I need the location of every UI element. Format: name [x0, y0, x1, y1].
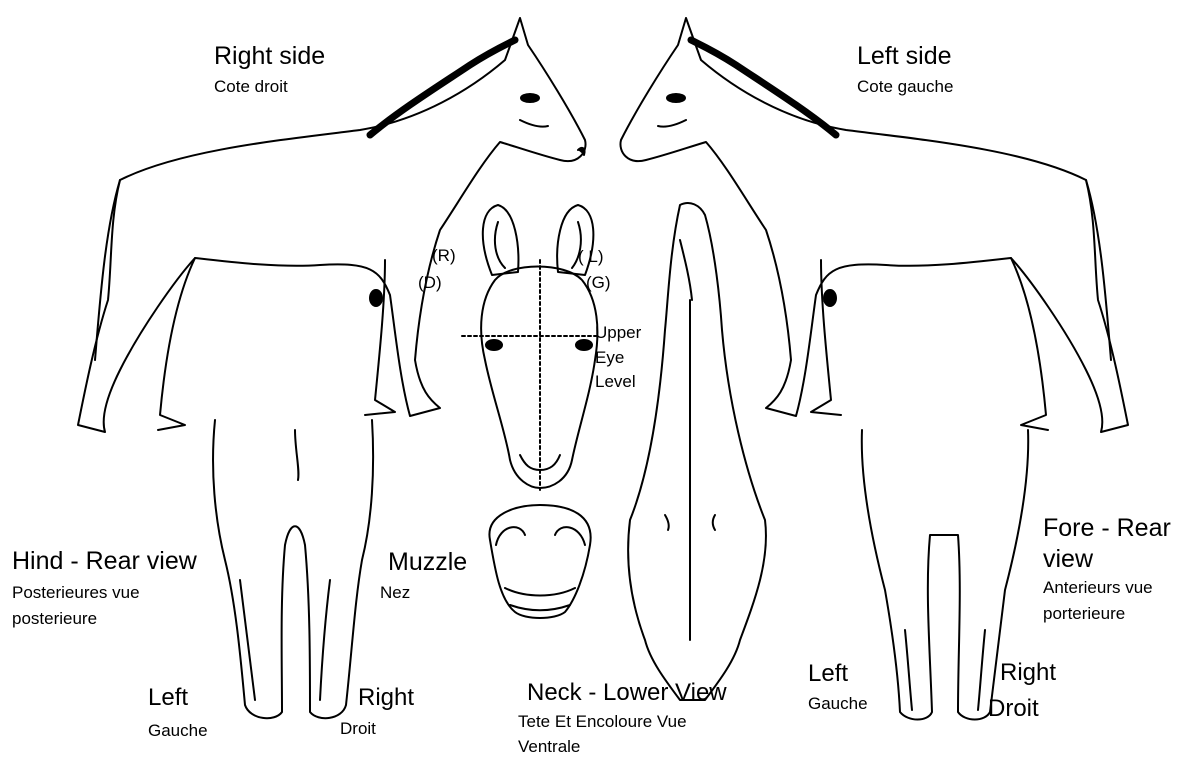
right-side-subtitle: Cote droit — [214, 77, 288, 97]
neck-title: Neck - Lower View — [527, 679, 727, 707]
head-left-label: ( L) — [578, 247, 604, 267]
hind-rear-subtitle-1: Posterieures vue — [12, 583, 140, 603]
eye-level-line2: Eye — [595, 348, 624, 368]
neck-lower-view — [628, 203, 766, 700]
fore-rear-subtitle-1: Anterieurs vue — [1043, 578, 1153, 598]
hind-rear-subtitle-2: posterieure — [12, 609, 97, 629]
fore-right-fr-label: Droit — [988, 695, 1039, 723]
hind-rear-title: Hind - Rear view — [12, 547, 197, 576]
eye-level-line1: Upper — [595, 323, 641, 343]
hind-rear-view — [213, 420, 373, 718]
fore-right-label: Right — [1000, 659, 1056, 687]
neck-subtitle-2: Ventrale — [518, 737, 580, 757]
neck-subtitle-1: Tete Et Encoloure Vue — [518, 712, 687, 732]
hind-right-fr-label: Droit — [340, 719, 376, 739]
muzzle-drawing — [489, 505, 590, 618]
head-right-fr-label: (D) — [418, 273, 442, 293]
head-left-fr-label: (G) — [586, 273, 611, 293]
left-side-subtitle: Cote gauche — [857, 77, 953, 97]
muzzle-title: Muzzle — [388, 548, 467, 577]
head-right-label: (R) — [432, 246, 456, 266]
fore-left-label: Left — [808, 660, 848, 688]
left-side-title: Left side — [857, 42, 952, 71]
hind-left-fr-label: Gauche — [148, 721, 208, 741]
hind-right-label: Right — [358, 684, 414, 712]
hind-left-label: Left — [148, 684, 188, 712]
right-side-title: Right side — [214, 42, 325, 71]
fore-rear-subtitle-2: porterieure — [1043, 604, 1125, 624]
muzzle-subtitle: Nez — [380, 583, 410, 603]
fore-left-fr-label: Gauche — [808, 694, 868, 714]
right-side-donkey — [78, 18, 586, 432]
right-side-mane — [370, 40, 515, 135]
fore-rear-title-2: view — [1043, 545, 1093, 574]
fore-rear-title-1: Fore - Rear — [1043, 514, 1171, 543]
eye-level-line3: Level — [595, 372, 636, 392]
